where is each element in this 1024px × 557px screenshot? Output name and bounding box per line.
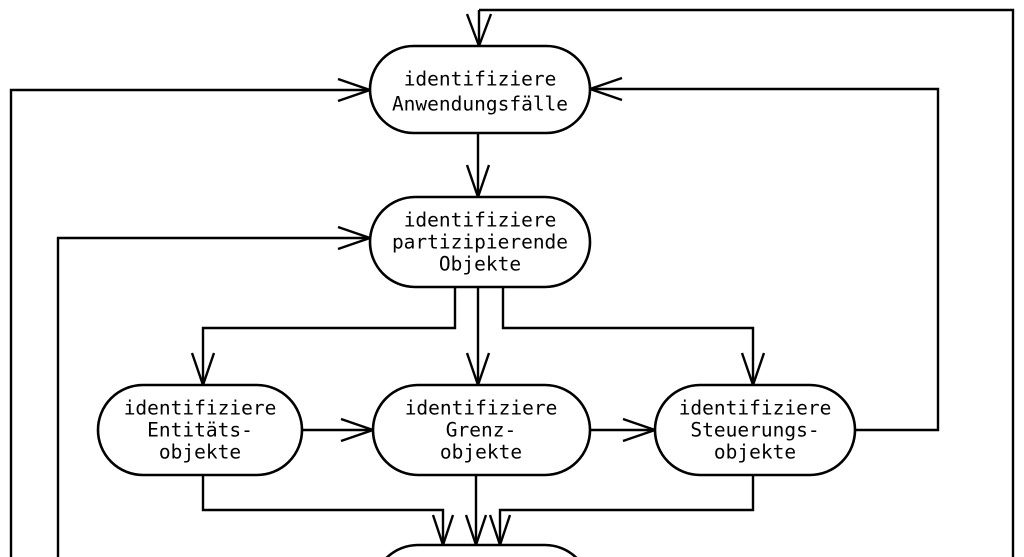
edge-partizipierende-to-grenz	[465, 287, 491, 389]
node-entitaetsobjekte-line1: identifiziere	[124, 397, 277, 420]
edge-steuerungs-to-bottom	[488, 475, 755, 549]
node-partizipierende-objekte-line1: identifiziere	[404, 209, 557, 232]
node-grenzobjekte[interactable]: identifiziere Grenz- objekte	[371, 383, 592, 477]
edge-grenz-to-steuerungs	[590, 417, 659, 443]
node-partizipierende-objekte-line2: partizipierende	[392, 231, 568, 254]
node-grenzobjekte-line1: identifiziere	[405, 397, 558, 420]
node-entitaetsobjekte-line3: objekte	[159, 441, 241, 464]
edge-grenz-to-bottom	[464, 475, 488, 549]
node-steuerungsobjekte-line1: identifiziere	[679, 397, 832, 420]
node-anwendungsfaelle[interactable]: identifiziere Anwendungsfälle	[368, 44, 592, 135]
edge-partizipierende-to-entitaets	[190, 287, 457, 389]
node-partizipierende-objekte-line3: Objekte	[439, 253, 521, 276]
node-steuerungsobjekte-line2: Steuerungs-	[690, 419, 819, 442]
node-steuerungsobjekte-line3: objekte	[714, 441, 796, 464]
node-grenzobjekte-line2: Grenz-	[446, 419, 516, 442]
node-partizipierende-objekte[interactable]: identifiziere partizipierende Objekte	[368, 195, 592, 289]
edge-partizipierende-to-steuerungs	[501, 287, 766, 389]
edge-anwendungsfaelle-to-partizipierende	[465, 133, 491, 201]
node-grenzobjekte-line3: objekte	[440, 441, 522, 464]
node-entitaetsobjekte[interactable]: identifiziere Entitäts- objekte	[96, 383, 304, 477]
node-steuerungsobjekte[interactable]: identifiziere Steuerungs- objekte	[653, 383, 857, 477]
edge-steuerungs-feedback-anwendungsfaelle	[586, 76, 940, 432]
edge-entitaets-to-grenz	[302, 417, 377, 443]
node-anwendungsfaelle-line1: identifiziere	[404, 68, 557, 91]
node-anwendungsfaelle-line2: Anwendungsfälle	[392, 93, 568, 116]
edge-entitaets-to-bottom	[201, 475, 455, 549]
node-bottom-cropped[interactable]	[373, 543, 590, 557]
node-entitaetsobjekte-line2: Entitäts-	[147, 419, 253, 442]
edge-left-feedback-anwendungsfaelle	[9, 77, 374, 557]
